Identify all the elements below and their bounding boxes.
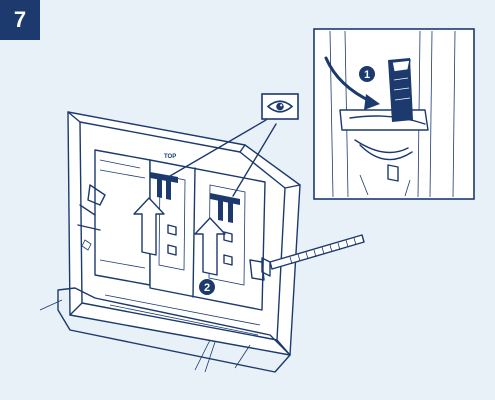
callout-1-number: 1 xyxy=(364,69,370,81)
up-arrow-right xyxy=(194,217,226,276)
hanging-wires xyxy=(39,299,251,373)
step-number-badge: 7 xyxy=(0,0,40,40)
eye-pointer-lines xyxy=(169,119,277,197)
frame-clips xyxy=(150,172,240,223)
callout-2: 2 xyxy=(199,279,215,295)
top-marking: TOP xyxy=(164,154,176,160)
top-label: TOP xyxy=(164,154,176,160)
detail-inset-panel: 1 xyxy=(313,28,475,200)
callout-2-marker xyxy=(199,279,215,295)
threaded-rod-right xyxy=(261,234,365,277)
eye-icon xyxy=(261,93,299,120)
callout-1-marker xyxy=(359,66,375,82)
push-up-arrows xyxy=(133,197,226,276)
callout-2-number: 2 xyxy=(204,282,210,294)
up-arrow-left xyxy=(133,197,165,256)
